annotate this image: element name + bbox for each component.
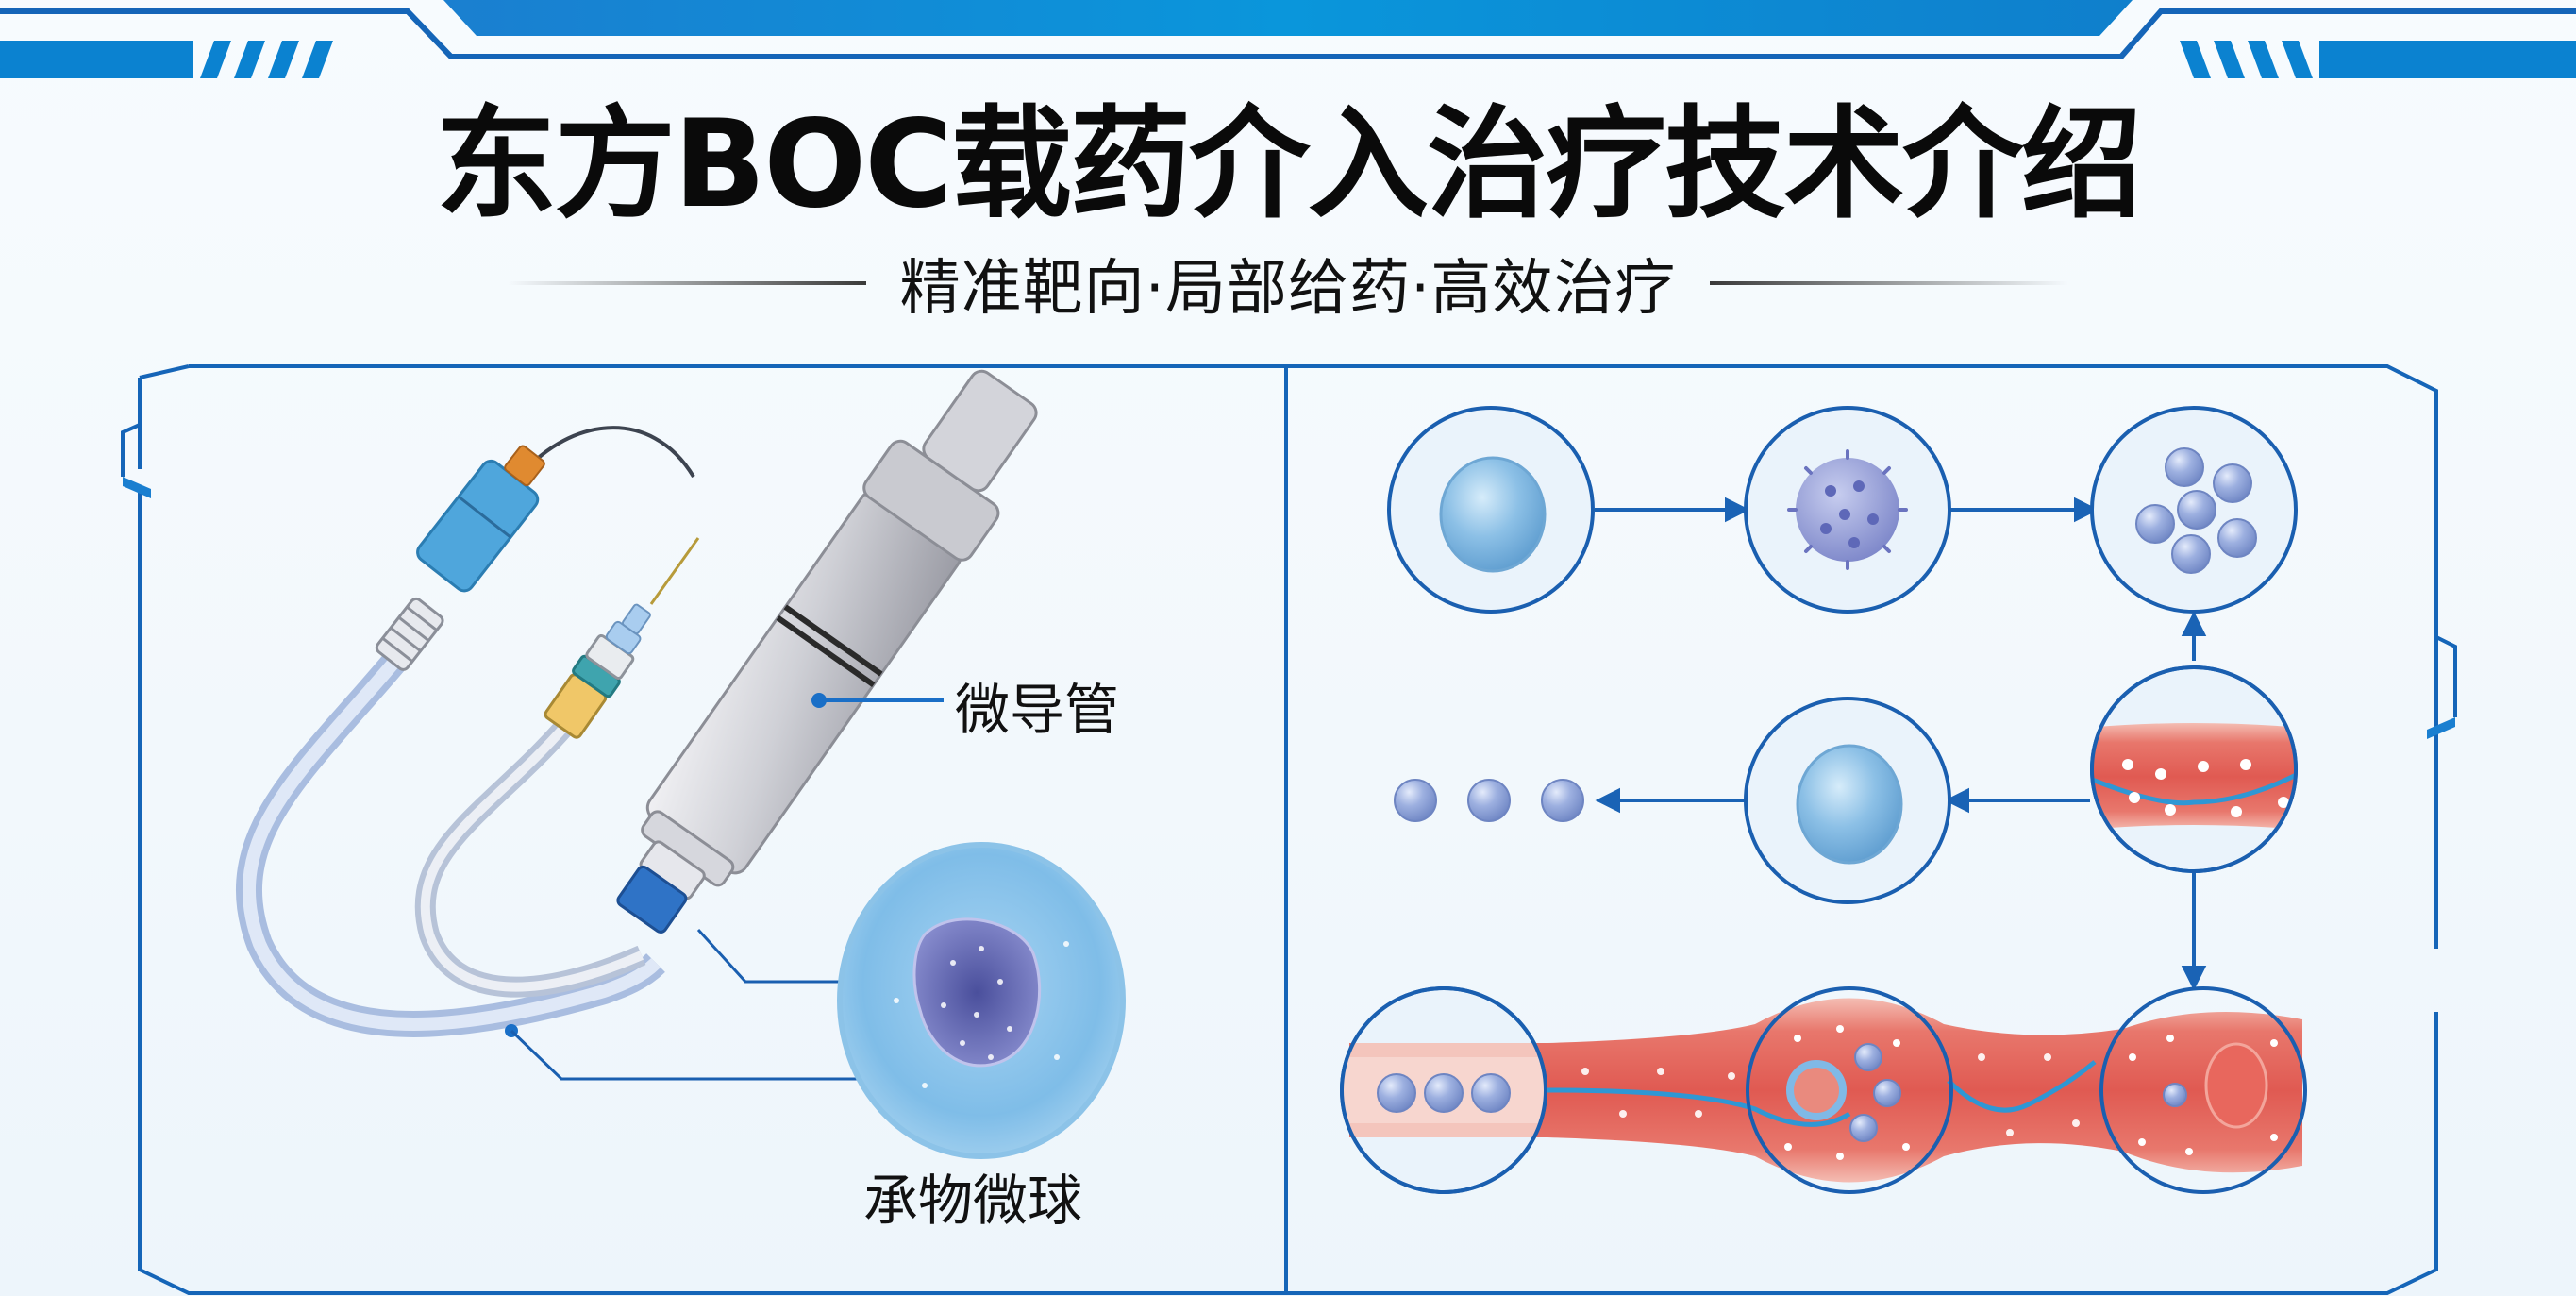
catheter-device-illustration (236, 369, 1126, 1159)
subtitle-divider-left (507, 281, 866, 285)
step-9-circle (2099, 986, 2307, 1194)
content-frame (121, 364, 2457, 1295)
page-title: 东方BOC载药介入治疗技术介绍 (435, 94, 2142, 235)
process-flow-diagram (1340, 406, 2307, 1194)
page-subtitle: 精准靶向·局部给药·高效治疗 (899, 254, 1677, 324)
label-microcatheter: 微导管 (955, 678, 1120, 742)
step-8-circle (1746, 986, 1953, 1194)
subtitle-row: 精准靶向·局部给药·高效治疗 (0, 241, 2576, 326)
microsphere-cell (837, 842, 1126, 1159)
subtitle-divider-right (1710, 281, 2069, 285)
label-microsphere: 承物微球 (863, 1169, 1083, 1233)
top-banner (0, 0, 2576, 78)
